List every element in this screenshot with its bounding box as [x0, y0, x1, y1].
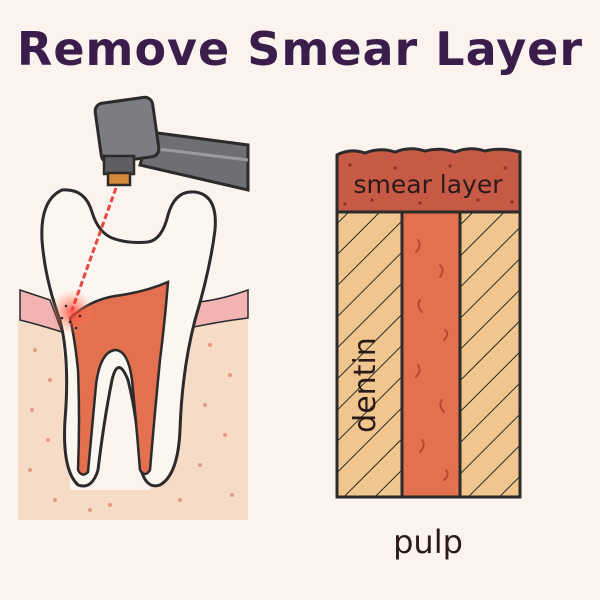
dentin-right [458, 210, 522, 499]
dentin-label: dentin [348, 337, 383, 433]
laser-glow [50, 290, 94, 334]
pulp-column [400, 210, 462, 499]
tooth-illustration [18, 187, 249, 520]
pulp-texture [415, 239, 449, 481]
page-title: Remove Smear Layer [16, 22, 584, 76]
cross-section: smear layer dentin pulp [335, 147, 522, 561]
pulp-chamber [68, 280, 170, 476]
pulp-label: pulp [393, 523, 463, 561]
bone-dots [28, 343, 234, 512]
laser-beam [70, 187, 118, 311]
laser-handpiece-icon [93, 95, 250, 192]
smear-layer-band [335, 147, 522, 214]
smear-layer-label: smear layer [353, 170, 503, 199]
laser-particles [60, 304, 82, 330]
smear-layer-dots [343, 163, 514, 206]
bone-area [18, 300, 248, 520]
